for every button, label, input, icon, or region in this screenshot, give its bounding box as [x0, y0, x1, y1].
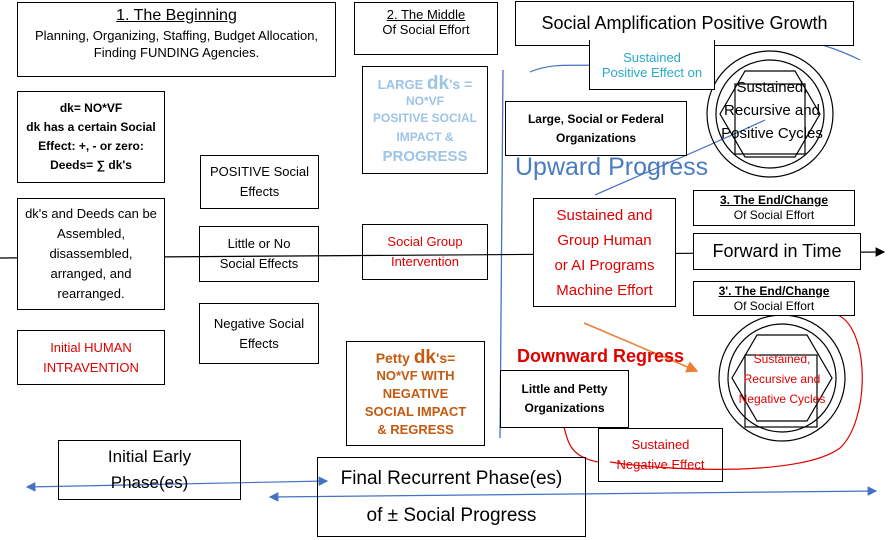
negative-arc: [609, 314, 863, 470]
little-effects-box: Little or No Social Effects: [199, 226, 319, 282]
beginning-line1: Planning, Organizing, Staffing, Budget A…: [34, 28, 319, 43]
sustained-negative-line1: Sustained: [631, 437, 690, 452]
petty-dk-dk: dk: [413, 346, 436, 368]
negative-effects-line2: Effects: [239, 335, 279, 351]
end-change-prime-subtitle: Of Social Effort: [733, 298, 815, 313]
assembly-box: dk's and Deeds can be Assembled, disasse…: [17, 198, 165, 310]
forward-time-box: Forward in Time: [693, 233, 861, 270]
recursive-positive-line2: Recursive and: [724, 102, 820, 119]
definition-line4: Deeds= ∑ dk's: [50, 158, 132, 172]
middle-subtitle: Of Social Effort: [382, 22, 470, 37]
petty-orgs-line2: Organizations: [524, 401, 605, 415]
human-intervention-line1: Initial HUMAN: [50, 339, 132, 355]
large-orgs-line2: Organizations: [555, 130, 636, 145]
upward-progress-label: Upward Progress: [515, 153, 709, 181]
definition-line3: Effect: +, - or zero:: [38, 139, 144, 153]
middle-title: 2. The Middle: [386, 7, 466, 22]
sustained-positive-line1: Sustained: [623, 49, 681, 65]
end-change-box: 3. The End/Change Of Social Effort: [693, 190, 855, 226]
recursive-positive-label: Sustained, Recursive and Positive Cycles: [712, 76, 832, 145]
petty-dk-line5: & REGRESS: [377, 421, 454, 437]
petty-dk-line3: NEGATIVE: [382, 385, 449, 401]
intervention-box: Social Group Intervention: [362, 224, 488, 280]
petty-orgs-line1: Little and Petty: [521, 382, 608, 396]
large-dk-line4: IMPACT &: [396, 130, 454, 144]
petty-dk-line2: NO*VF WITH: [376, 367, 455, 383]
definition-line1: dk= NO*VF: [59, 101, 123, 115]
intervention-line1: Social Group: [387, 234, 463, 249]
negative-effects-line1: Negative Social: [213, 315, 305, 331]
positive-effects-line2: Effects: [239, 184, 280, 199]
large-orgs-line1: Large, Social or Federal: [527, 111, 665, 126]
orange-arrow: [583, 322, 699, 373]
forward-time-label: Forward in Time: [712, 241, 842, 261]
large-dk-line1: LARGE dk's =: [378, 74, 473, 94]
sustained-negative-box: Sustained Negative Effect: [598, 428, 723, 482]
assembly-line4: arranged, and: [50, 266, 132, 281]
assembly-line5: rearranged.: [57, 286, 125, 301]
large-dk-line3: POSITIVE SOCIAL: [372, 111, 477, 125]
recursive-positive-line1: Sustained,: [736, 79, 808, 96]
large-dk-box: LARGE dk's = NO*VF POSITIVE SOCIAL IMPAC…: [362, 66, 488, 174]
sustained-positive-box: Sustained Positive Effect on: [589, 40, 715, 90]
recursive-positive-line3: Positive Cycles: [721, 125, 823, 142]
definition-box: dk= NO*VF dk has a certain Social Effect…: [17, 91, 165, 183]
little-effects-line2: Social Effects: [219, 256, 299, 271]
petty-orgs-box: Little and Petty Organizations: [500, 370, 629, 428]
final-phase-arrow: [268, 486, 878, 502]
large-dk-suffix: 's =: [449, 76, 473, 92]
sustained-positive-line2: Positive Effect on: [601, 64, 703, 80]
downward-regress-label: Downward Regress: [517, 346, 685, 366]
large-dk-line5: PROGRESS: [382, 148, 468, 165]
human-intervention-line2: INTRAVENTION: [43, 359, 139, 375]
initial-phase-box: Initial Early Phase(es): [58, 440, 241, 500]
little-effects-line1: Little or No: [227, 236, 291, 251]
amplification-label: Social Amplification Positive Growth: [541, 13, 828, 33]
petty-dk-line4: SOCIAL IMPACT: [364, 403, 467, 419]
negative-effects-box: Negative Social Effects: [199, 303, 319, 364]
sustained-group-box: Sustained and Group Human or AI Programs…: [533, 198, 676, 307]
end-change-subtitle: Of Social Effort: [733, 208, 815, 222]
petty-dk-prefix: Petty: [375, 349, 414, 366]
intervention-line2: Intervention: [391, 254, 459, 269]
end-change-prime-box: 3'. The End/Change Of Social Effort: [693, 281, 855, 316]
positive-effects-line1: POSITIVE Social: [210, 164, 309, 179]
final-phase-line2: of ± Social Progress: [366, 505, 537, 526]
recursive-negative-label: Sustained, Recursive and Negative Cycles: [728, 349, 836, 409]
assembly-line2: Assembled,: [57, 226, 125, 241]
initial-phase-line1: Initial Early: [107, 447, 192, 466]
assembly-line3: disassembled,: [49, 246, 133, 261]
sustained-group-line4: Machine Effort: [556, 281, 653, 299]
petty-dk-suffix: 's=: [436, 349, 456, 366]
large-dk-line2: NO*VF: [405, 94, 444, 108]
recursive-negative-line2: Recursive and: [743, 372, 821, 386]
recursive-negative-line3: Negative Cycles: [738, 392, 826, 406]
definition-line2: dk has a certain Social: [26, 120, 156, 134]
positive-effects-box: POSITIVE Social Effects: [200, 155, 319, 209]
recursive-negative-line1: Sustained,: [753, 352, 811, 366]
sustained-group-line3: or AI Programs: [554, 256, 655, 274]
sustained-group-line1: Sustained and: [556, 206, 653, 224]
initial-phase-arrow: [25, 476, 329, 492]
large-orgs-box: Large, Social or Federal Organizations: [505, 101, 687, 156]
positive-cycle-graphic: [706, 50, 834, 178]
beginning-title: 1. The Beginning: [116, 7, 237, 24]
beginning-line2: Finding FUNDING Agencies.: [93, 45, 260, 60]
end-change-title: 3. The End/Change: [719, 193, 828, 207]
middle-box: 2. The Middle Of Social Effort: [354, 2, 498, 55]
assembly-line1: dk's and Deeds can be: [25, 206, 157, 221]
final-phase-box: Final Recurrent Phase(es) of ± Social Pr…: [317, 457, 586, 537]
beginning-box: 1. The Beginning Planning, Organizing, S…: [17, 2, 336, 77]
human-intervention-box: Initial HUMAN INTRAVENTION: [17, 330, 165, 385]
end-change-prime-title: 3'. The End/Change: [718, 283, 830, 298]
final-phase-line1: Final Recurrent Phase(es): [340, 468, 563, 489]
sustained-group-line2: Group Human: [557, 231, 652, 249]
upward-arc: [594, 119, 766, 196]
petty-dk-line1: Petty dk's=: [375, 346, 456, 368]
sustained-negative-line2: Negative Effect: [616, 457, 705, 472]
initial-phase-line2: Phase(es): [110, 473, 189, 492]
petty-dk-box: Petty dk's= NO*VF WITH NEGATIVE SOCIAL I…: [346, 341, 485, 446]
large-dk-dk: dk: [426, 73, 450, 94]
large-dk-prefix: LARGE: [377, 77, 427, 92]
